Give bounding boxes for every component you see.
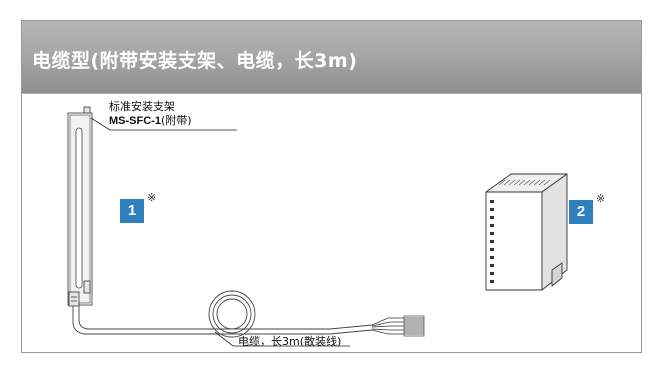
controller-module (485, 173, 568, 291)
cable-callout: 电缆，长3m(散装线) (238, 335, 342, 348)
loose-wire-ends (371, 315, 425, 337)
cable-leader (214, 331, 350, 347)
cable (72, 290, 373, 338)
bracket-suffix: (附带) (160, 114, 192, 127)
figure-title: 电缆型(附带安装支架、电缆，长3m) (32, 50, 358, 72)
light-curtain-sensor (67, 106, 93, 307)
item-badge-1: 1 (120, 199, 144, 223)
bracket-label: 标准安装支架 (109, 100, 175, 113)
bracket-callout: 标准安装支架 MS-SFC-1(附带) (109, 100, 192, 128)
item-mark-2: ※ (596, 192, 606, 205)
title-bar: 电缆型(附带安装支架、电缆，长3m) (22, 21, 641, 93)
bracket-leader (90, 117, 237, 131)
bracket-model-line: MS-SFC-1(附带) (109, 114, 192, 128)
item-badge-2: 2 (569, 200, 593, 224)
title-divider (22, 93, 641, 94)
item-mark-1: ※ (147, 191, 157, 204)
bracket-model: MS-SFC-1 (109, 115, 161, 127)
